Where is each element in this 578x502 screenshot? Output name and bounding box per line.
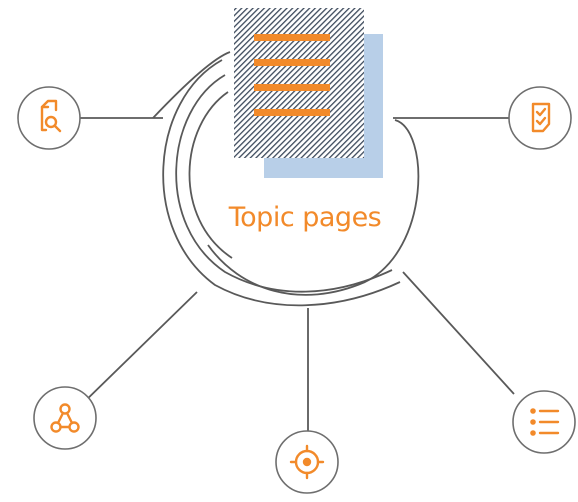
network-icon xyxy=(50,403,80,433)
node-checklist xyxy=(508,86,572,150)
document-hatched-page xyxy=(234,8,364,158)
connector-list xyxy=(402,271,515,395)
arc-outer-3 xyxy=(175,74,393,293)
connector-network xyxy=(77,291,198,409)
document-stack-icon xyxy=(234,8,383,178)
document-search-icon xyxy=(40,99,62,133)
concentric-arcs xyxy=(152,51,420,307)
connector-lines xyxy=(77,117,515,432)
checklist-document-icon xyxy=(531,102,551,133)
arc-outer-4 xyxy=(188,91,233,259)
node-network xyxy=(33,386,97,450)
arc-outer-1 xyxy=(152,51,231,119)
list-icon xyxy=(530,408,560,436)
center-topic-label: Topic pages xyxy=(228,202,382,233)
target-icon xyxy=(289,444,325,480)
document-lines xyxy=(254,34,330,116)
arc-inner xyxy=(207,119,420,296)
arc-outer-2 xyxy=(162,59,401,307)
